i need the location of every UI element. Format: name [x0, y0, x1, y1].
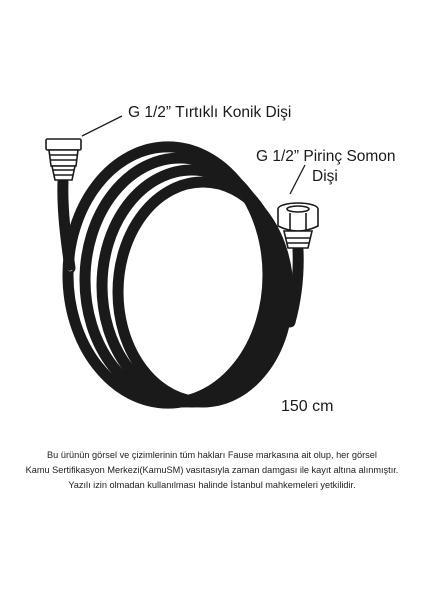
notice-line-2: Kamu Sertifikasyon Merkezi(KamuSM) vasıt… — [25, 465, 399, 475]
notice-line-3: Yazılı izin olmadan kullanılması halinde… — [68, 480, 356, 490]
brass-nut-label-line2: Dişi — [312, 168, 338, 185]
brass-nut-label-line1: G 1/2” Pirinç Somon — [256, 148, 396, 165]
notice-line-1: Bu ürünün görsel ve çizimlerinin tüm hak… — [47, 450, 377, 460]
brass-nut-label: G 1/2” Pirinç Somon Dişi — [256, 147, 396, 187]
hose-coil-ribs-1 — [63, 142, 274, 408]
conical-fitting — [45, 138, 82, 181]
pointer-lines — [81, 115, 306, 195]
hose-coil-ribs-3 — [97, 165, 288, 407]
hose-lead-right-ribs — [285, 245, 304, 327]
hose-coil-ribs-2 — [80, 153, 281, 407]
copyright-notice: Bu ürünün görsel ve çizimlerinin tüm hak… — [0, 448, 424, 493]
brass-pointer-line — [289, 164, 306, 195]
hose-coils — [57, 141, 304, 409]
hose-coil-ribs-4 — [113, 177, 294, 407]
hose-lead-left-ribs — [57, 177, 75, 273]
conical-pointer-line — [81, 115, 123, 137]
conical-fitting-label: G 1/2” Tırtıklı Konik Dişi — [128, 104, 292, 121]
brass-nut-fitting — [277, 202, 319, 249]
hose-length-label: 150 cm — [281, 398, 334, 415]
